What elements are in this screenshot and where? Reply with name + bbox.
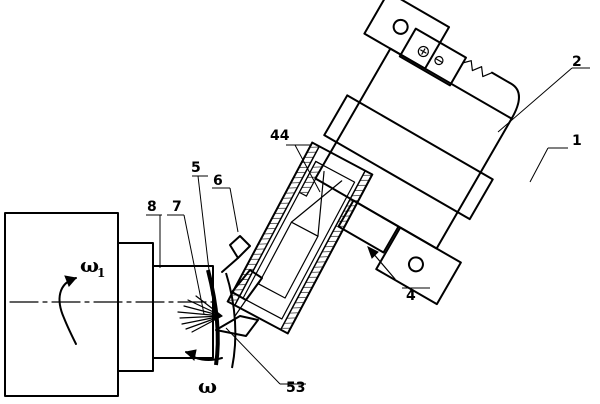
mount-hole — [407, 256, 424, 273]
tube-assembly — [226, 141, 374, 335]
label-2: 2 — [572, 54, 582, 70]
connector-box — [398, 27, 467, 87]
wire-zigzag — [462, 60, 493, 78]
rotating-workpiece — [4, 212, 216, 397]
label-1: 1 — [572, 133, 582, 149]
label-44: 44 — [270, 128, 290, 144]
inner-sleeve — [242, 160, 356, 320]
rotation-arrow-omega — [184, 349, 223, 362]
nozzle-body-5 — [231, 269, 263, 301]
workpiece-body — [4, 212, 119, 397]
mount-plate-lower — [375, 226, 462, 306]
callout-labels: 1 2 4 5 6 7 8 44 53 ω 1 ω — [80, 54, 582, 398]
motor-collar-2 — [323, 94, 494, 221]
workpiece-flange — [117, 242, 154, 372]
base-53 — [215, 315, 259, 337]
inner-rotor — [257, 221, 319, 299]
omega1-symbol: ω — [80, 253, 99, 277]
label-7: 7 — [172, 199, 182, 215]
leader-lines — [146, 67, 590, 385]
label-8: 8 — [147, 199, 157, 215]
clip-6 — [229, 235, 251, 259]
top-cable — [490, 71, 520, 120]
rotation-arrow-omega1 — [58, 277, 77, 345]
mount-hole — [392, 18, 409, 35]
label-53: 53 — [286, 380, 305, 396]
label-4: 4 — [406, 288, 416, 304]
label-5: 5 — [191, 160, 201, 176]
omega-symbol: ω — [198, 374, 217, 398]
belt-inner — [225, 272, 237, 369]
omega1-subscript: 1 — [97, 266, 105, 280]
arrow-4 — [367, 245, 396, 280]
motor-unit — [314, 0, 520, 306]
label-6: 6 — [213, 173, 223, 189]
nozzle-head — [215, 235, 263, 337]
